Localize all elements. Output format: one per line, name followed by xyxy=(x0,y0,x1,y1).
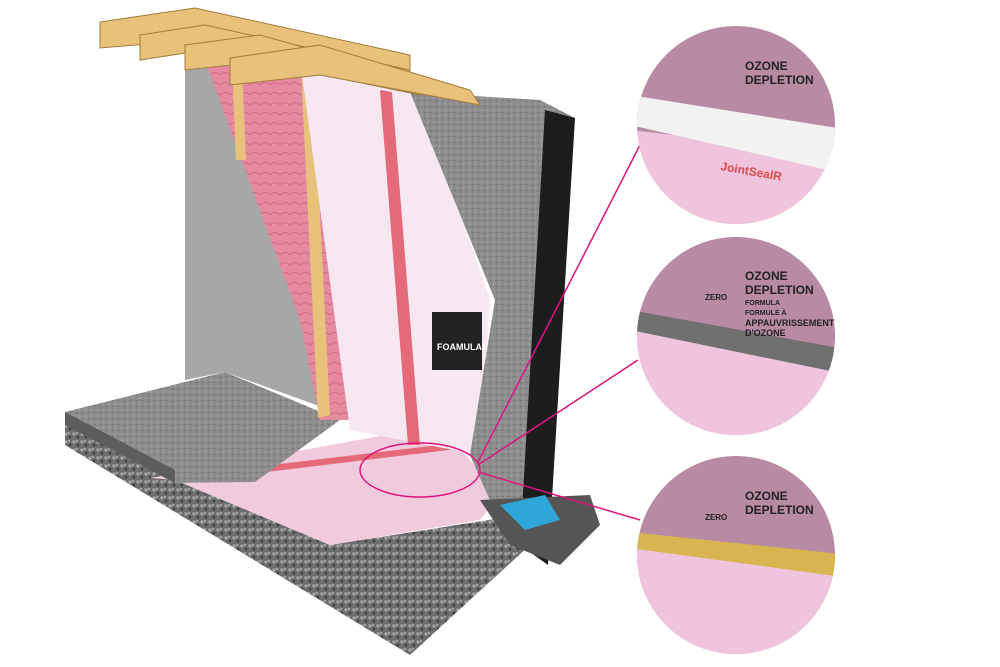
board-print-depletion: DEPLETION xyxy=(745,73,814,87)
concrete-wall-side xyxy=(520,110,575,565)
board-print-ozone: OZONE xyxy=(745,59,788,73)
board-print-french3: D'OZONE xyxy=(745,328,786,338)
floor-joists xyxy=(99,7,482,106)
board-print-zero: ZERO xyxy=(705,513,727,522)
foamular-logo: FOAMULAR xyxy=(437,342,489,352)
wall-tape-seam xyxy=(380,90,420,445)
detail-yellow-foam xyxy=(637,456,835,654)
wood-stud xyxy=(300,50,330,418)
board-print-formula: FORMULA xyxy=(745,300,780,307)
detail-tape-seal: JointSealR xyxy=(637,26,835,224)
wood-stud xyxy=(232,64,246,160)
board-print-ozone: OZONE xyxy=(745,489,788,503)
floor-tape-seam xyxy=(230,440,482,476)
membrane xyxy=(500,495,560,530)
board-print-ozone: OZONE xyxy=(745,269,788,283)
board-print-depletion: DEPLETION xyxy=(745,503,814,517)
floor-slab-edge xyxy=(65,412,175,483)
detail-gray-sealant xyxy=(637,237,835,435)
board-print-french2: APPAUVRISSEMENT xyxy=(745,318,835,328)
gravel-base xyxy=(65,420,530,655)
board-print-depletion: DEPLETION xyxy=(745,283,814,297)
foamular-label-panel xyxy=(432,312,482,370)
board-print-french1: FORMULE À xyxy=(745,308,787,317)
callout xyxy=(359,144,641,521)
board-print-zero: ZERO xyxy=(705,293,727,302)
floor-foam-board xyxy=(150,425,500,545)
